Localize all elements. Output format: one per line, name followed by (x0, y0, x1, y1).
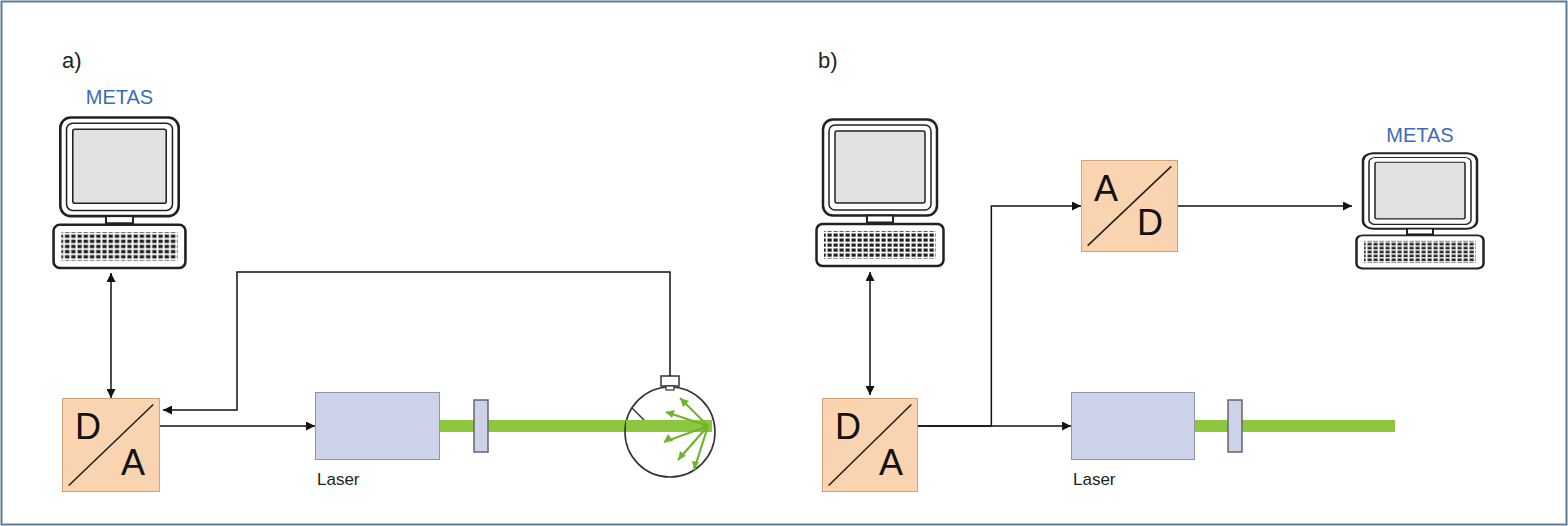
converter-box: DA (822, 398, 918, 492)
laser-beam (1195, 420, 1395, 432)
laser-label: Laser (1073, 470, 1116, 490)
signal-arrow (110, 273, 112, 398)
integrating-sphere (625, 376, 715, 477)
converter-letter: A (1094, 171, 1118, 207)
panel-label: b) (818, 48, 838, 74)
optical-window (1228, 400, 1242, 452)
computer-node: METAS (1355, 124, 1485, 270)
laser-box (1071, 392, 1195, 460)
panel-label: a) (62, 48, 82, 74)
laser-unit: Laser (1071, 392, 1195, 460)
data-link (869, 272, 871, 395)
converter-letter: D (835, 409, 861, 445)
signal-arrow (160, 425, 315, 427)
converter-letter: A (121, 445, 145, 481)
converter-diagonal (1088, 166, 1172, 245)
converter-letter: D (75, 409, 101, 445)
converter-letter: D (1137, 205, 1163, 241)
converter-diagonal (69, 405, 153, 486)
detector-wire (163, 272, 670, 410)
converter-diagonal (829, 405, 912, 486)
laser-label: Laser (317, 470, 360, 490)
computer-icon (52, 116, 187, 270)
signal-arrow (918, 206, 1081, 426)
computer-icon (817, 120, 944, 267)
computer-label: METAS (1355, 124, 1485, 147)
computer-node: METAS (52, 86, 187, 270)
optical-window (474, 400, 488, 452)
computer-icon (1355, 152, 1485, 270)
converter-letter: A (879, 445, 903, 481)
computer-icon (54, 118, 186, 268)
converter-box: AD (1081, 160, 1178, 252)
laser-unit: Laser (315, 392, 440, 460)
computer-label: METAS (52, 86, 187, 109)
converter-box: DA (62, 398, 160, 492)
computer-icon (1357, 153, 1484, 268)
signal-arrow (918, 425, 1071, 427)
signal-arrow (1178, 205, 1352, 207)
laser-box (315, 392, 440, 460)
